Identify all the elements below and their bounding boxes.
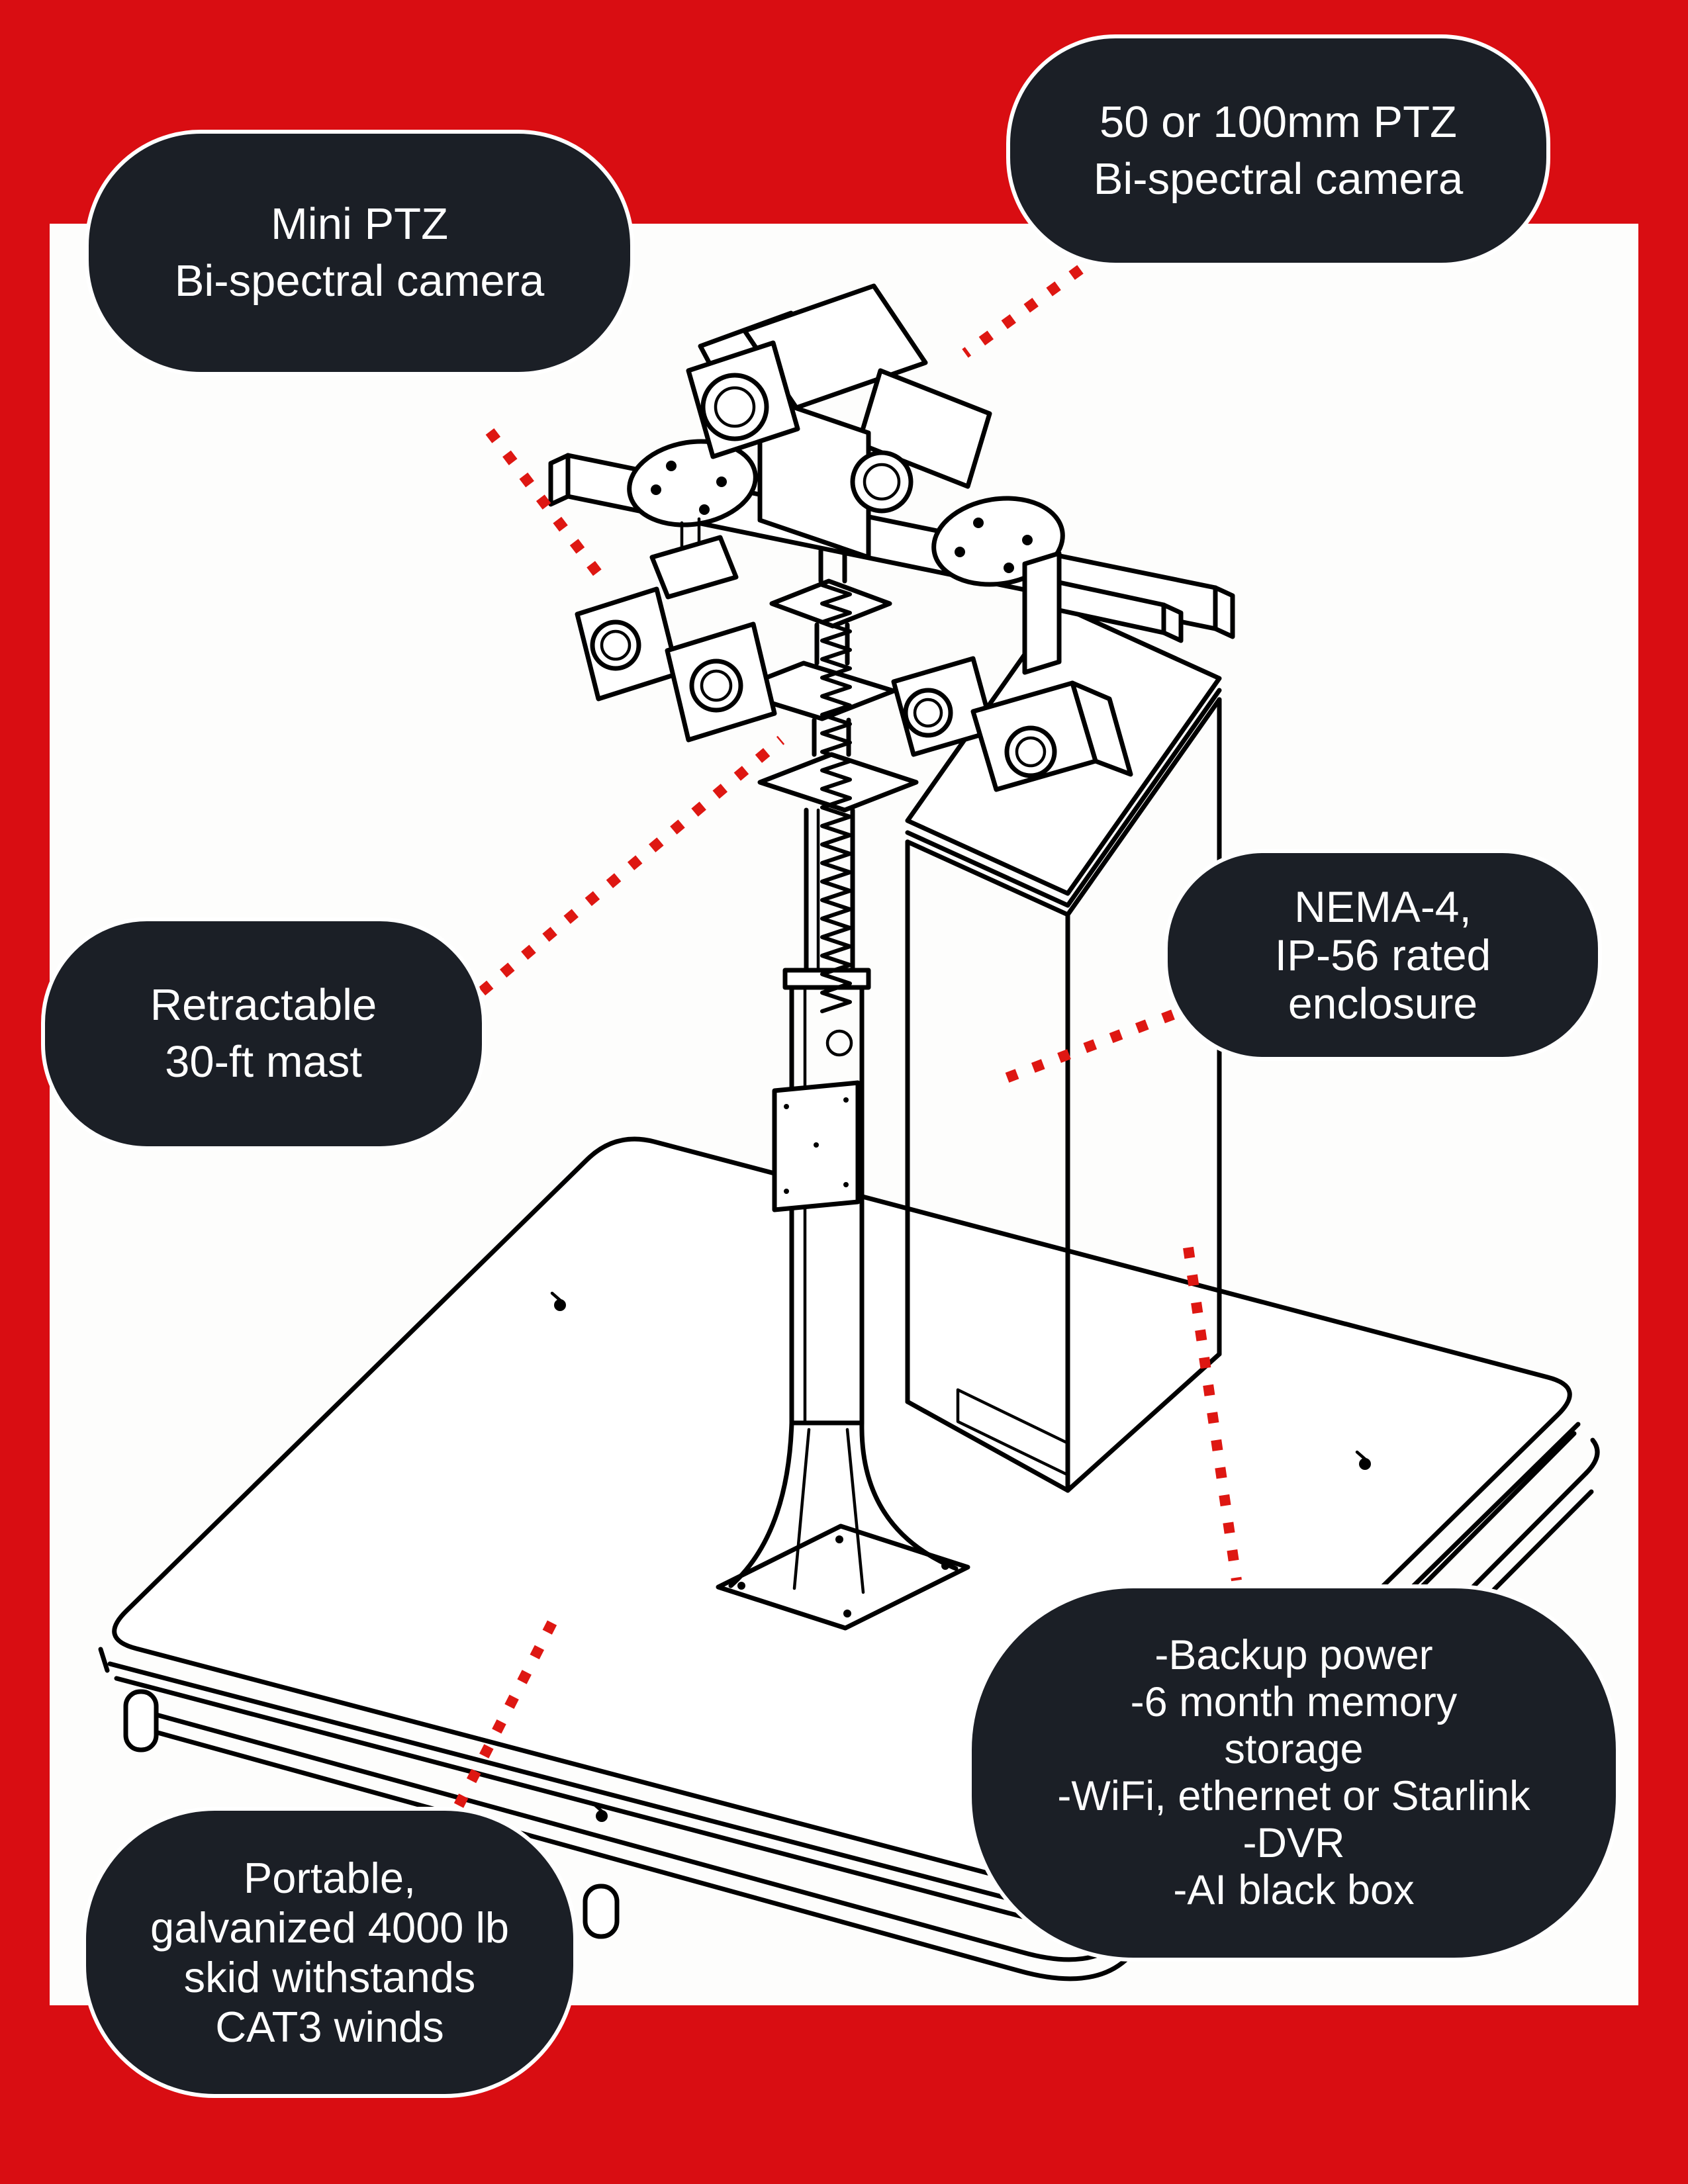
connector-enclosure (999, 1009, 1175, 1085)
callout-line: -6 month memory (1130, 1679, 1458, 1725)
mast-base-drawing (716, 1420, 970, 1631)
callout-line: CAT3 winds (215, 2003, 444, 2051)
connector-mini-ptz (485, 428, 608, 584)
connector-mast (478, 735, 785, 996)
callout-line: IP-56 rated (1274, 930, 1491, 979)
connector-50-100mm (962, 265, 1084, 358)
bolt-icon (550, 1291, 1371, 1822)
callout-line: storage (1224, 1726, 1364, 1772)
callout-line: Mini PTZ (271, 199, 448, 249)
mini-ptz-camera-left-drawing (575, 439, 777, 743)
callout-mini-ptz: Mini PTZ Bi-spectral camera (85, 130, 634, 376)
callout-line: Bi-spectral camera (174, 256, 545, 306)
callout-line: -Backup power (1154, 1632, 1433, 1678)
callout-line: NEMA-4, (1294, 882, 1472, 931)
callout-line: skid withstands (183, 1953, 476, 2001)
bispectral-camera-drawing (686, 283, 992, 560)
mast-drawing (729, 548, 919, 1426)
callout-line: 30-ft mast (165, 1037, 362, 1087)
callout-camera-50-100mm: 50 or 100mm PTZ Bi-spectral camera (1006, 34, 1550, 267)
callout-line: Retractable (150, 980, 377, 1030)
callout-retractable-mast: Retractable 30-ft mast (41, 917, 486, 1150)
connector-features (1183, 1246, 1242, 1582)
callout-skid: Portable, galvanized 4000 lb skid withst… (82, 1807, 577, 2098)
callout-line: enclosure (1288, 978, 1478, 1028)
vent-slot (956, 1388, 1069, 1477)
coiled-cable (820, 583, 852, 1013)
callout-line: 50 or 100mm PTZ (1100, 97, 1457, 147)
callout-nema-enclosure: NEMA-4, IP-56 rated enclosure (1164, 849, 1602, 1061)
callout-line: -AI black box (1173, 1867, 1415, 1913)
callout-line: -WiFi, ethernet or Starlink (1057, 1773, 1530, 1819)
callout-line: -DVR (1243, 1820, 1345, 1866)
callout-system-features: -Backup power -6 month memory storage -W… (968, 1584, 1620, 1962)
callout-line: Portable, (243, 1854, 416, 1902)
mini-ptz-camera-right-drawing (891, 496, 1184, 792)
callout-line: galvanized 4000 lb (150, 1903, 510, 1952)
callout-line: Bi-spectral camera (1093, 154, 1464, 204)
